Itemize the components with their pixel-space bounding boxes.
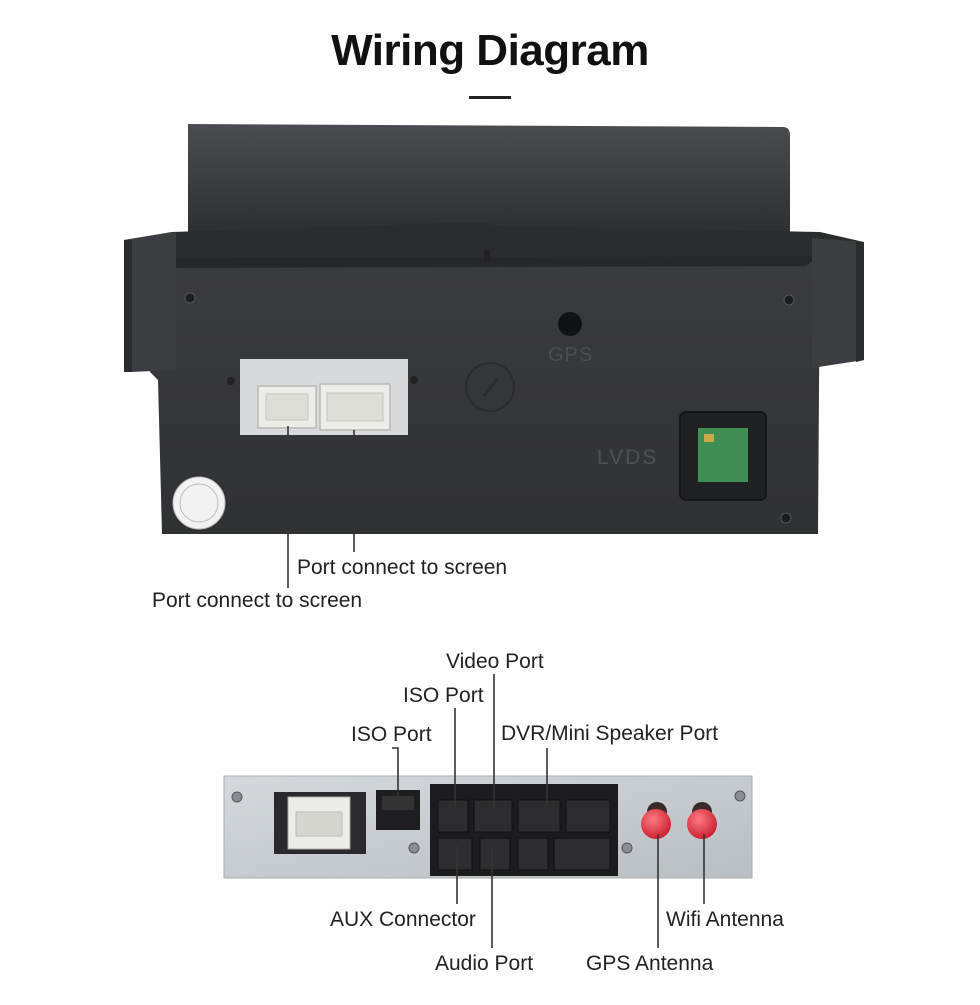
label-iso-port-upper: ISO Port (403, 684, 484, 707)
label-iso-port-lower: ISO Port (351, 723, 432, 746)
title-underline (469, 96, 511, 99)
gps-antenna-jack (641, 809, 671, 839)
label-dvr-speaker-port: DVR/Mini Speaker Port (501, 722, 719, 745)
wifi-antenna-jack (687, 809, 717, 839)
head-unit (124, 124, 864, 534)
label-aux-connector: AUX Connector (330, 908, 476, 931)
lvds-socket (679, 411, 767, 501)
gps-marking: GPS (548, 344, 594, 366)
lvds-marking: LVDS (597, 446, 659, 469)
gps-socket (558, 312, 582, 336)
label-port-connect-screen-upper: Port connect to screen (297, 556, 508, 579)
label-audio-port: Audio Port (435, 952, 534, 975)
screen-port-panel (227, 359, 418, 435)
label-video-port: Video Port (446, 650, 544, 673)
label-port-connect-screen-lower: Port connect to screen (152, 589, 363, 612)
label-wifi-antenna: Wifi Antenna (666, 908, 784, 931)
label-gps-antenna: GPS Antenna (586, 952, 714, 975)
page-title: Wiring Diagram (331, 26, 649, 75)
control-box (223, 775, 753, 879)
